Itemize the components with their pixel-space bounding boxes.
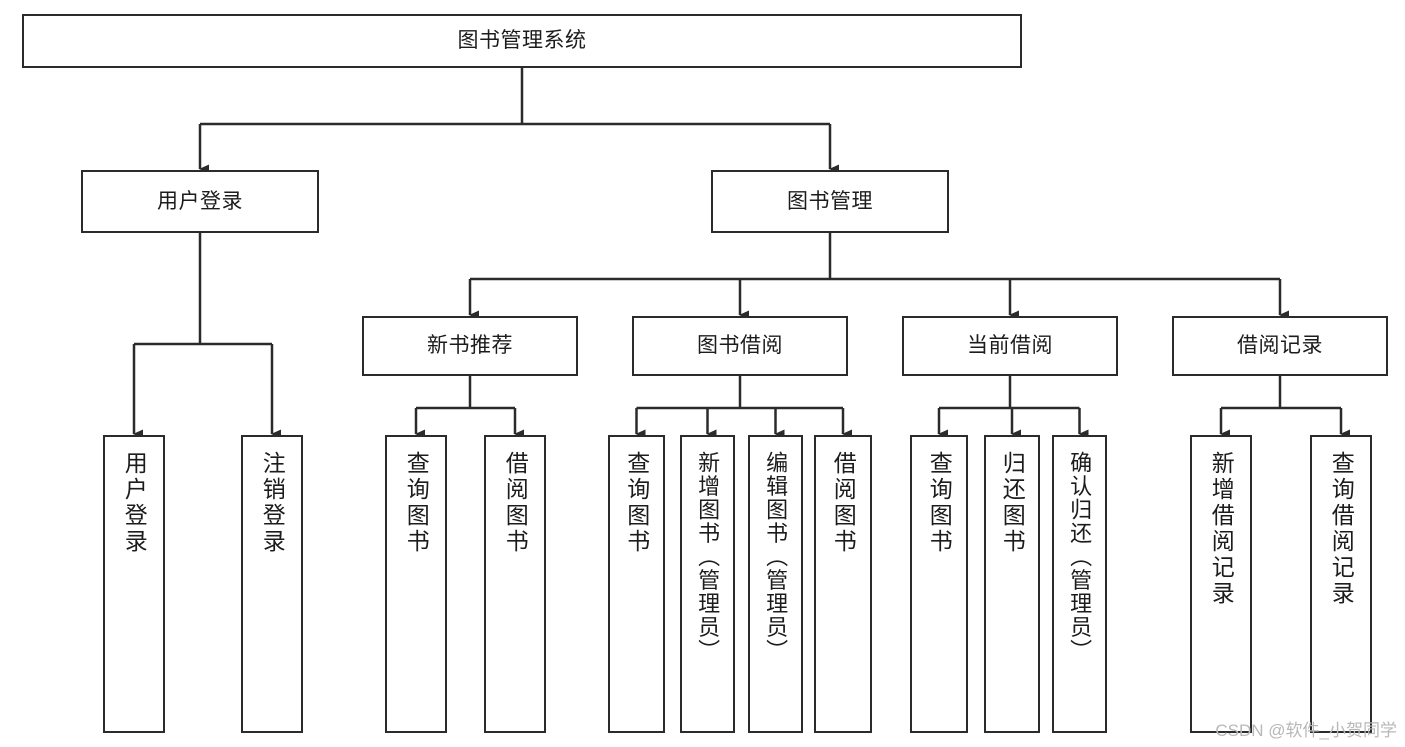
node-leaf-add-rec[interactable]: 新增借阅记录: [1190, 435, 1252, 733]
node-new-book-rec[interactable]: 新书推荐: [362, 316, 578, 376]
node-leaf-return[interactable]: 归还图书: [984, 435, 1040, 733]
node-leaf-add-book[interactable]: 新增图书（管理员）: [680, 435, 735, 733]
node-book-manage[interactable]: 图书管理: [711, 170, 949, 233]
node-label: 注销登录: [259, 451, 286, 555]
node-label: 查询借阅记录: [1328, 451, 1355, 607]
node-leaf-query-rec[interactable]: 查询借阅记录: [1310, 435, 1372, 733]
node-leaf-query-1[interactable]: 查询图书: [385, 435, 447, 733]
node-label: 编辑图书（管理员）: [763, 451, 789, 663]
node-user-login[interactable]: 用户登录: [81, 170, 319, 233]
node-label: 图书管理系统: [457, 29, 587, 53]
node-leaf-user-login[interactable]: 用户登录: [103, 435, 165, 733]
node-label: 借阅图书: [502, 451, 529, 555]
node-borrow-record[interactable]: 借阅记录: [1172, 316, 1388, 376]
node-label: 查询图书: [623, 451, 650, 555]
node-leaf-query-3[interactable]: 查询图书: [910, 435, 968, 733]
node-label: 当前借阅: [967, 334, 1053, 358]
node-label: 借阅记录: [1237, 334, 1323, 358]
node-label: 图书借阅: [697, 334, 783, 358]
node-label: 新增借阅记录: [1208, 451, 1235, 607]
node-leaf-borrow-1[interactable]: 借阅图书: [484, 435, 546, 733]
node-label: 借阅图书: [830, 451, 857, 555]
node-leaf-edit-book[interactable]: 编辑图书（管理员）: [748, 435, 803, 733]
node-leaf-query-2[interactable]: 查询图书: [608, 435, 665, 733]
node-leaf-confirm[interactable]: 确认归还（管理员）: [1052, 435, 1107, 733]
node-label: 新书推荐: [427, 334, 513, 358]
node-leaf-logout[interactable]: 注销登录: [241, 435, 303, 733]
node-current-borrow[interactable]: 当前借阅: [902, 316, 1118, 376]
node-label: 确认归还（管理员）: [1067, 451, 1093, 663]
edge-layer: [132, 68, 1350, 439]
node-root[interactable]: 图书管理系统: [22, 14, 1022, 68]
node-label: 查询图书: [926, 451, 953, 555]
node-label: 查询图书: [403, 451, 430, 555]
node-label: 用户登录: [157, 189, 243, 213]
node-book-borrow[interactable]: 图书借阅: [632, 316, 848, 376]
node-label: 用户登录: [121, 451, 148, 555]
node-label: 新增图书（管理员）: [695, 451, 721, 663]
node-leaf-borrow-2[interactable]: 借阅图书: [814, 435, 872, 733]
node-label: 归还图书: [999, 451, 1026, 555]
watermark-text: CSDN @软件_小贺同学: [1215, 721, 1397, 740]
node-label: 图书管理: [787, 189, 873, 213]
